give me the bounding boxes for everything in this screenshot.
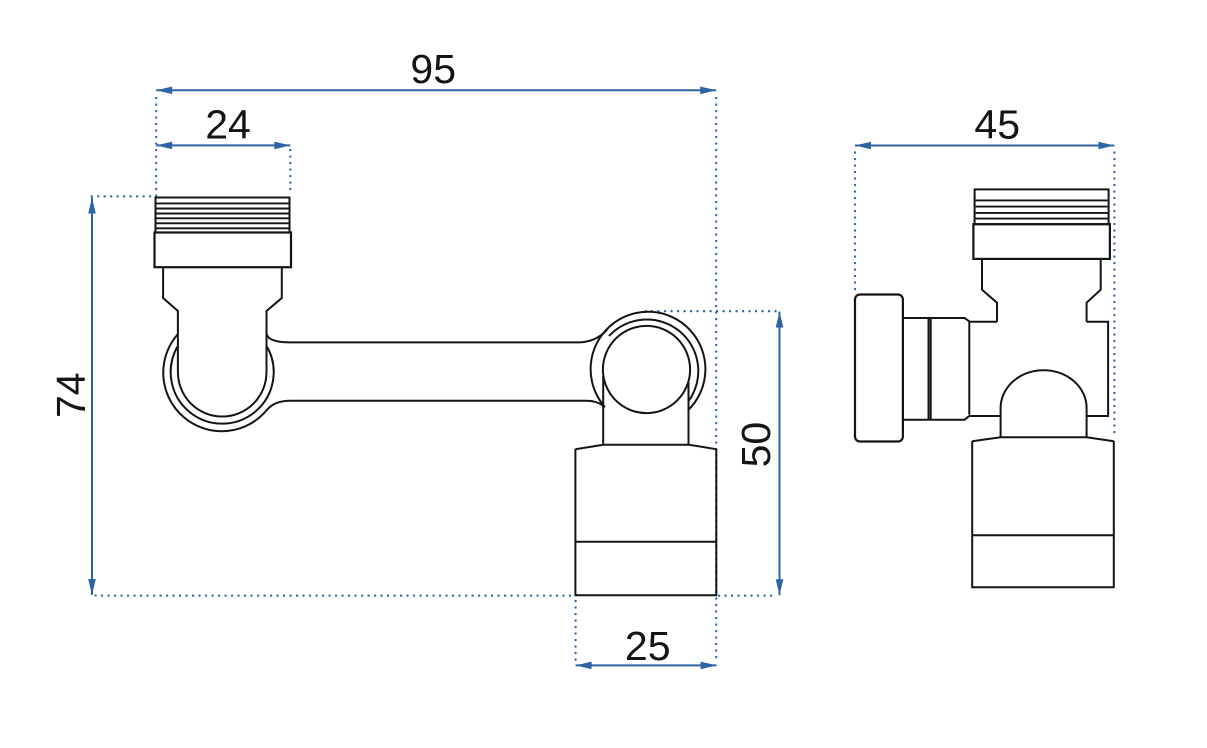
svg-text:24: 24 [205,101,251,147]
svg-text:25: 25 [625,623,671,669]
svg-text:74: 74 [48,372,94,418]
svg-text:50: 50 [733,422,779,468]
svg-text:95: 95 [410,46,456,92]
svg-text:45: 45 [974,102,1020,148]
